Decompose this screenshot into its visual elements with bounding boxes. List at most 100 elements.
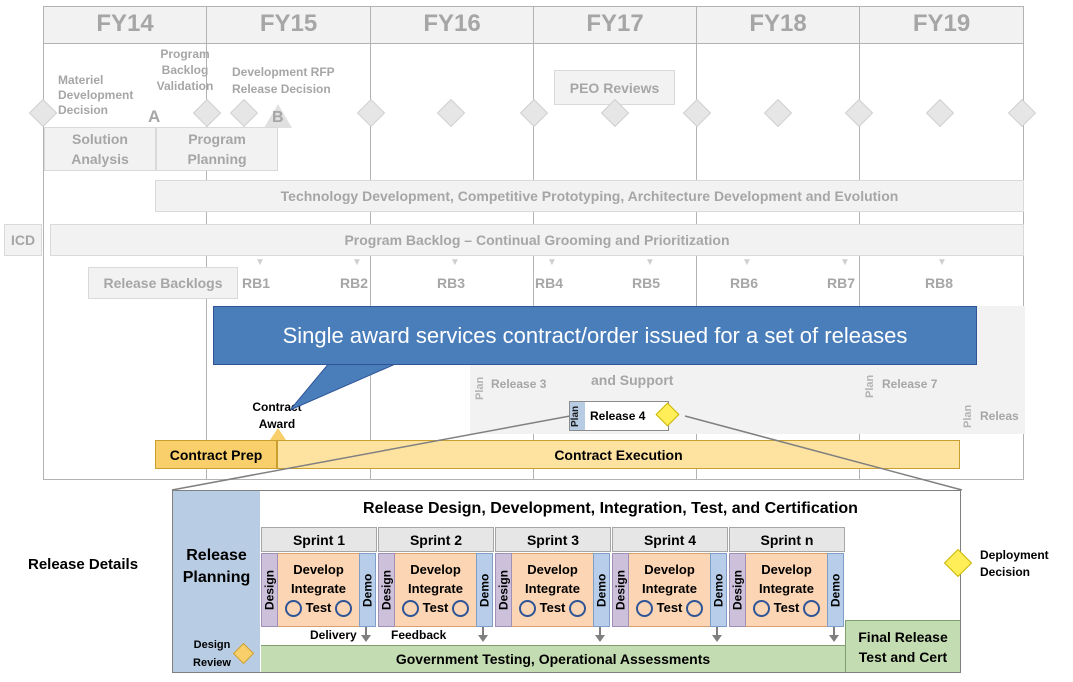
release-backlogs-box: Release Backlogs xyxy=(88,267,238,299)
release-backlog: RB4 xyxy=(535,275,564,291)
and-support-label: and Support xyxy=(591,372,674,388)
arrow-head-icon xyxy=(478,635,488,642)
backlog-arrow: ▼ xyxy=(742,257,752,268)
fy-label: FY16 xyxy=(423,10,481,37)
gov-testing-bar: Government Testing, Operational Assessme… xyxy=(261,645,845,672)
cycle-icon xyxy=(635,600,653,618)
contract-prep-bar: Contract Prep xyxy=(155,440,277,469)
icd-box: ICD xyxy=(4,224,42,256)
arrow-head-icon xyxy=(712,635,722,642)
contract-award-label: Contract Award xyxy=(252,400,302,431)
design-review-label: Design Review xyxy=(193,639,231,669)
dev-rfp-label: Development RFP Release Decision xyxy=(232,65,335,96)
integrate-label: Integrate xyxy=(759,581,814,596)
cycle-icon xyxy=(518,600,536,618)
develop-label: Develop xyxy=(293,562,344,577)
release-backlog: RB8 xyxy=(925,275,954,291)
design-tag: Design xyxy=(495,553,512,627)
release-details-label: Release Details xyxy=(28,556,139,573)
release-backlog: RB1 xyxy=(242,275,271,291)
milestone-b-triangle xyxy=(264,104,292,128)
sprint-header: Sprint 2 xyxy=(378,527,494,552)
test-label: Test xyxy=(629,598,710,618)
arrow-head-icon xyxy=(829,635,839,642)
backlog-arrow: ▼ xyxy=(840,257,850,268)
release-backlog: RB5 xyxy=(632,275,661,291)
sprint-header: Sprint 4 xyxy=(612,527,728,552)
sprint-header: Sprint n xyxy=(729,527,845,552)
design-tag: Design xyxy=(261,553,278,627)
cycle-icon xyxy=(803,600,820,618)
final-release-box: Final Release Test and Cert xyxy=(845,620,960,672)
backlog-arrow: ▼ xyxy=(255,257,265,268)
fy-label: FY15 xyxy=(259,10,318,37)
fy-label: FY19 xyxy=(912,10,971,37)
demo-tag: Demo xyxy=(476,553,493,627)
backlog-validation-label: Program Backlog Validation xyxy=(156,47,214,93)
details-header: Release Design, Development, Integration… xyxy=(363,500,858,517)
callout-box: Single award services contract/order iss… xyxy=(213,306,977,365)
cycle-icon xyxy=(335,600,352,618)
plan-tag: Plan xyxy=(474,376,486,400)
materiel-decision-label: Materiel Development Decision xyxy=(58,73,134,117)
release-backlog: RB3 xyxy=(437,275,466,291)
demo-tag: Demo xyxy=(359,553,376,627)
cycle-icon xyxy=(752,600,770,618)
zoom-lines xyxy=(171,415,963,491)
backlog-arrow: ▼ xyxy=(547,257,557,268)
plan-tag: Plan xyxy=(864,374,876,398)
develop-block: Develop Integrate Test xyxy=(746,553,827,627)
callout-pointer xyxy=(290,362,401,411)
cycle-icon xyxy=(401,600,419,618)
demo-tag: Demo xyxy=(593,553,610,627)
feedback-label: Feedback xyxy=(391,628,447,642)
demo-tag: Demo xyxy=(710,553,727,627)
arrow-head-icon xyxy=(361,635,371,642)
fy-label: FY18 xyxy=(749,10,807,37)
feedback-arrow xyxy=(833,627,835,637)
release-partial-label: Releas xyxy=(980,409,1019,423)
solution-analysis-box: Solution Analysis xyxy=(44,127,156,171)
fy-label: FY14 xyxy=(96,10,154,37)
feedback-arrow xyxy=(365,627,367,637)
feedback-arrow xyxy=(716,627,718,637)
tech-dev-bar: Technology Development, Competitive Prot… xyxy=(155,180,1024,212)
fy-label: FY17 xyxy=(586,10,644,37)
develop-block: Develop Integrate Test xyxy=(395,553,476,627)
release-3-label: Release 3 xyxy=(491,377,547,391)
integrate-label: Integrate xyxy=(642,581,697,596)
integrate-label: Integrate xyxy=(408,581,463,596)
release-backlog: RB6 xyxy=(730,275,759,291)
program-planning-box: Program Planning xyxy=(156,127,278,171)
design-tag: Design xyxy=(612,553,629,627)
test-label: Test xyxy=(746,598,827,618)
release-4-label: Release 4 xyxy=(590,409,646,423)
test-label: Test xyxy=(512,598,593,618)
feedback-arrow xyxy=(482,627,484,637)
release-7-label: Release 7 xyxy=(882,377,938,391)
develop-label: Develop xyxy=(761,562,812,577)
backlog-arrow: ▼ xyxy=(645,257,655,268)
program-backlog-bar: Program Backlog – Continual Grooming and… xyxy=(50,224,1024,256)
test-label: Test xyxy=(278,598,359,618)
milestone-b: B xyxy=(272,109,284,126)
backlog-arrow: ▼ xyxy=(352,257,362,268)
integrate-label: Integrate xyxy=(525,581,580,596)
integrate-label: Integrate xyxy=(291,581,346,596)
sprint-header: Sprint 3 xyxy=(495,527,611,552)
backlog-arrow: ▼ xyxy=(937,257,947,268)
test-label: Test xyxy=(395,598,476,618)
develop-label: Develop xyxy=(410,562,461,577)
develop-block: Develop Integrate Test xyxy=(629,553,710,627)
develop-label: Develop xyxy=(644,562,695,577)
develop-label: Develop xyxy=(527,562,578,577)
feedback-arrow xyxy=(599,627,601,637)
cycle-icon xyxy=(452,600,469,618)
sprint-header: Sprint 1 xyxy=(261,527,377,552)
develop-block: Develop Integrate Test xyxy=(278,553,359,627)
cycle-icon xyxy=(686,600,703,618)
release-planning-box: Release Planning xyxy=(173,491,260,672)
demo-tag: Demo xyxy=(827,553,844,627)
design-tag: Design xyxy=(378,553,395,627)
release-backlog: RB2 xyxy=(340,275,369,291)
